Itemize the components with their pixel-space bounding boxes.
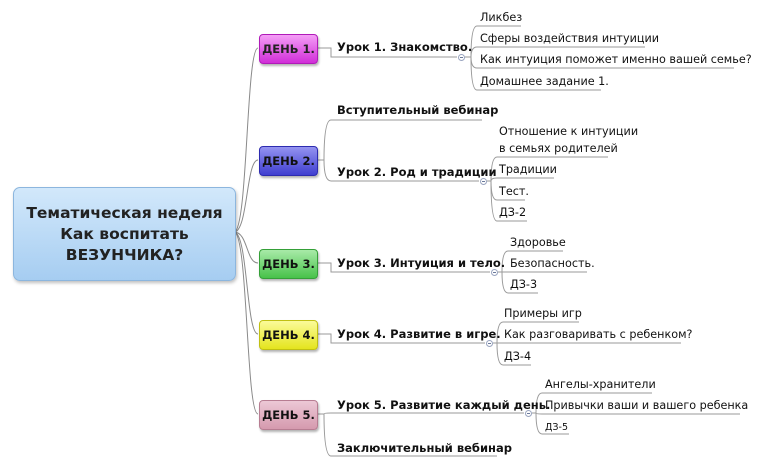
- connector-d1-t4: [470, 56, 601, 91]
- day5-topic-1[interactable]: Ангелы-хранители: [545, 378, 656, 391]
- day-4-node[interactable]: ДЕНЬ 4.: [259, 320, 318, 350]
- day3-topic-1[interactable]: Здоровье: [510, 236, 566, 249]
- day-1-node[interactable]: ДЕНЬ 1.: [259, 34, 318, 64]
- day3-lesson[interactable]: Урок 3. Интуиция и тело.: [337, 256, 506, 270]
- day5-lesson[interactable]: Урок 5. Развитие каждый день.: [337, 398, 551, 412]
- connector-d4-t1: [496, 321, 579, 344]
- collapse-icon[interactable]: [486, 340, 493, 347]
- day-2-node[interactable]: ДЕНЬ 2.: [259, 146, 318, 176]
- day3-topic-3[interactable]: ДЗ-3: [510, 278, 538, 291]
- day-3-node[interactable]: ДЕНЬ 3.: [259, 249, 318, 279]
- day5-topic-2[interactable]: Привычки ваши и вашего ребенка: [545, 399, 749, 412]
- day2-topic-4[interactable]: ДЗ-2: [499, 206, 527, 219]
- day1-topic-4[interactable]: Домашнее задание 1.: [480, 75, 609, 88]
- central-topic-line2: Как воспитать: [60, 224, 189, 243]
- connector-day1-lesson: [317, 47, 457, 58]
- connector-d1-t2: [470, 46, 645, 58]
- day1-lesson[interactable]: Урок 1. Знакомство.: [337, 40, 473, 54]
- day1-topic-2[interactable]: Сферы воздействия интуиции: [480, 32, 659, 45]
- day4-topic-1[interactable]: Примеры игр: [504, 307, 582, 320]
- central-topic-line1: Тематическая неделя: [26, 203, 223, 222]
- day2-topic-2[interactable]: Традиции: [499, 163, 557, 176]
- connector-day3-lesson: [317, 262, 490, 273]
- connector-d2-t1: [490, 156, 608, 182]
- day2-topic-3[interactable]: Тест.: [499, 185, 529, 198]
- connector-d5-t3: [535, 412, 569, 435]
- day3-topic-2[interactable]: Безопасность.: [510, 257, 595, 270]
- connector-d4-t3: [496, 342, 531, 366]
- day2-lesson[interactable]: Урок 2. Род и традиции: [337, 165, 497, 179]
- connector-central-day2: [233, 159, 259, 233]
- connector-d3-t3: [501, 271, 538, 294]
- connector-d5-t1: [535, 392, 652, 414]
- day5-closing-webinar[interactable]: Заключительный вебинар: [337, 441, 512, 455]
- collapse-icon[interactable]: [491, 269, 498, 276]
- day4-lesson[interactable]: Урок 4. Развитие в игре.: [337, 327, 501, 341]
- central-topic-line3: ВЕЗУНЧИКА?: [65, 245, 184, 264]
- connector-d2-intro: [323, 119, 482, 161]
- day4-topic-2[interactable]: Как разговаривать с ребенком?: [504, 328, 693, 341]
- connector-d3-t1: [501, 250, 563, 273]
- connector-d2-t2: [490, 177, 554, 182]
- day2-intro-webinar[interactable]: Вступительный вебинар: [337, 103, 499, 117]
- central-topic[interactable]: Тематическая неделя Как воспитать ВЕЗУНЧ…: [13, 187, 236, 281]
- connector-d5-lesson: [323, 412, 524, 415]
- day1-topic-3[interactable]: Как интуиция поможет именно вашей семье?: [480, 53, 752, 66]
- collapse-icon[interactable]: [458, 54, 465, 61]
- collapse-icon[interactable]: [525, 410, 532, 417]
- connector-central-day4: [233, 231, 259, 335]
- connector-central-day3: [233, 231, 259, 264]
- connector-d2-t4: [490, 180, 527, 222]
- day4-topic-3[interactable]: ДЗ-4: [504, 350, 532, 363]
- connector-d1-t1: [470, 25, 521, 58]
- day-5-node[interactable]: ДЕНЬ 5.: [259, 400, 318, 430]
- connector-d5-closing: [323, 413, 497, 457]
- day5-topic-3[interactable]: ДЗ-5: [545, 422, 568, 433]
- connector-day4-lesson: [317, 333, 485, 344]
- day2-topic-1-line2[interactable]: в семьях родителей: [499, 142, 618, 155]
- day2-topic-1-line1[interactable]: Отношение к интуиции: [499, 125, 639, 138]
- collapse-icon[interactable]: [480, 178, 487, 185]
- connector-d5-t2: [535, 412, 740, 415]
- connector-d2-lesson: [323, 159, 479, 182]
- day1-topic-1[interactable]: Ликбез: [480, 11, 523, 24]
- connector-central-day5: [233, 231, 259, 415]
- connector-central-day1: [233, 47, 259, 233]
